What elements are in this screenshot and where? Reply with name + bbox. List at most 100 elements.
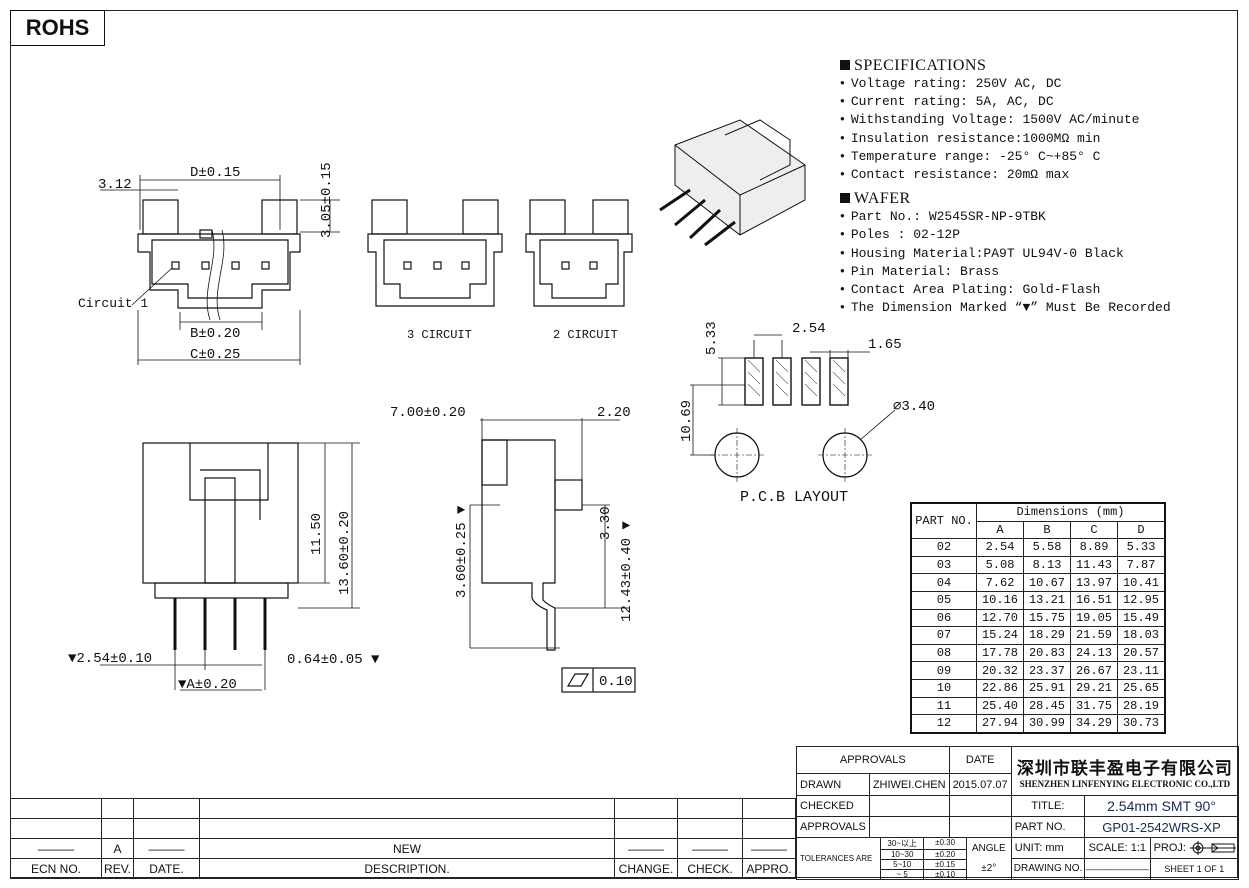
tolerance-value: ±0.10 [923, 870, 965, 879]
dim-d: D±0.15 [190, 165, 240, 181]
angle-tolerance: ±2° [981, 863, 997, 875]
front-view-2-circuit [525, 199, 633, 307]
dimension-cell: 29.21 [1070, 678, 1118, 698]
circuit-1-label: Circuit 1 [78, 296, 148, 311]
dimension-cell: 15.49 [1117, 608, 1166, 628]
dimension-cell: 5.08 [976, 555, 1024, 575]
side-view [100, 442, 360, 691]
dim-c: C±0.25 [190, 347, 240, 363]
part-number: GP01-2542WRS-XP [1084, 816, 1239, 838]
projection-symbol-icon [1190, 841, 1236, 855]
scale: SCALE: 1:1 [1085, 838, 1150, 859]
wafer-item: Contact Area Plating: Gold-Flash [840, 281, 1171, 299]
part-no-cell: 02 [910, 538, 977, 557]
checked-label: CHECKED [796, 795, 870, 817]
dimension-cell: 16.51 [1070, 590, 1118, 610]
part-no-cell: 12 [910, 714, 977, 734]
drawing-no-value: ——————— [1085, 864, 1149, 874]
drawing-title: 2.54mm SMT 90° [1084, 795, 1239, 817]
dimension-cell: 13.97 [1070, 573, 1118, 592]
sheet-number: SHEET 1 OF 1 [1164, 864, 1225, 874]
dimension-cell: 20.32 [976, 661, 1024, 680]
tolerance-range: 5~10 [881, 860, 924, 870]
dim-3-30: 3.30 [598, 506, 614, 540]
dim-b: B±0.20 [190, 326, 240, 342]
drawn-by: ZHIWEI.CHEN [868, 773, 950, 796]
dim-7-00: 7.00±0.20 [390, 405, 466, 421]
dimension-cell: 10.16 [976, 590, 1024, 610]
dim-2-54-pitch: ▼2.54±0.10 [68, 651, 152, 667]
dimension-cell: 7.87 [1117, 555, 1166, 575]
dim-0-64: 0.64±0.05 ▼ [287, 652, 380, 668]
wafer-item: Housing Material:PA9T UL94V-0 Black [840, 245, 1171, 263]
rev-date: ——— [133, 838, 200, 859]
approvals-header: APPROVALS [796, 746, 950, 774]
dimension-cell: 17.78 [976, 643, 1024, 663]
rev-change: ——— [614, 838, 678, 859]
tolerance-range: 10~30 [881, 850, 924, 860]
dimension-cell: 20.83 [1023, 643, 1071, 663]
dim-12-43: 12.43±0.40 ▼ [619, 521, 635, 622]
dim-5-33: 5.33 [704, 321, 720, 355]
dimension-cell: 10.67 [1023, 573, 1071, 592]
header-dimensions: Dimensions (mm) [976, 502, 1166, 522]
spec-item: Current rating: 5A, AC, DC [840, 93, 1171, 111]
dimension-cell: 12.95 [1117, 590, 1166, 610]
header-date: DATE. [133, 858, 200, 879]
part-no-cell: 11 [910, 696, 977, 716]
dim-3-12: 3.12 [98, 177, 132, 193]
tolerance-value: ±0.15 [923, 860, 966, 870]
dimension-cell: 10.41 [1117, 573, 1166, 592]
dimension-cell: 25.65 [1117, 678, 1166, 698]
unit: UNIT: mm [1011, 838, 1085, 859]
pcb-layout-label: P.C.B LAYOUT [740, 489, 848, 506]
dimension-cell: 22.86 [976, 678, 1024, 698]
dim-a: ▼A±0.20 [178, 677, 237, 693]
title-block: APPROVALS DATE 深圳市联丰盈电子有限公司 SHENZHEN LIN… [796, 746, 1240, 880]
part-no-cell: 10 [910, 678, 977, 698]
wafer-item: The Dimension Marked “▼” Must Be Recorde… [840, 299, 1171, 317]
header-appro: APPRO. [742, 858, 796, 879]
rev-check: ——— [677, 838, 743, 859]
dimension-cell: 28.45 [1023, 696, 1071, 716]
company-name-cn: 深圳市联丰盈电子有限公司 [1016, 758, 1233, 779]
wafer-item: Poles : 02-12P [840, 226, 1171, 244]
wafer-item: Pin Material: Brass [840, 263, 1171, 281]
part-no-cell: 05 [910, 590, 977, 610]
dim-3-05: 3.05±0.15 [319, 162, 335, 238]
spec-item: Insulation resistance:1000MΩ min [840, 130, 1171, 148]
spec-item: Contact resistance: 20mΩ max [840, 166, 1171, 184]
dimension-cell: 34.29 [1070, 714, 1118, 734]
dimension-cell: 27.94 [976, 714, 1024, 734]
dimension-cell: 11.43 [1070, 555, 1118, 575]
dimension-cell: 7.62 [976, 573, 1024, 592]
dimension-cell: 19.05 [1070, 608, 1118, 628]
dimension-cell: 8.89 [1070, 538, 1118, 557]
label-3-circuit: 3 CIRCUIT [407, 328, 472, 342]
spec-item: Voltage rating: 250V AC, DC [840, 75, 1171, 93]
dimension-cell: 26.67 [1070, 661, 1118, 680]
dimension-cell: 24.13 [1070, 643, 1118, 663]
part-no-label: PART NO. [1010, 816, 1086, 838]
dim-13-60: 13.60±0.20 [337, 511, 353, 595]
projection-label: PROJ: [1153, 842, 1186, 854]
rev-description: NEW [199, 838, 615, 859]
title-label: TITLE: [1010, 795, 1086, 817]
dimension-cell: 23.37 [1023, 661, 1071, 680]
drawn-label: DRAWN [796, 773, 870, 796]
part-no-cell: 09 [910, 661, 977, 680]
dimension-cell: 18.29 [1023, 626, 1071, 645]
dim-2-20: 2.20 [597, 405, 631, 421]
flatness-tolerance: 0.10 [599, 674, 633, 690]
dimension-cell: 8.13 [1023, 555, 1071, 575]
rohs-badge: ROHS [10, 10, 105, 46]
wafer-heading: WAFER [840, 190, 1171, 208]
